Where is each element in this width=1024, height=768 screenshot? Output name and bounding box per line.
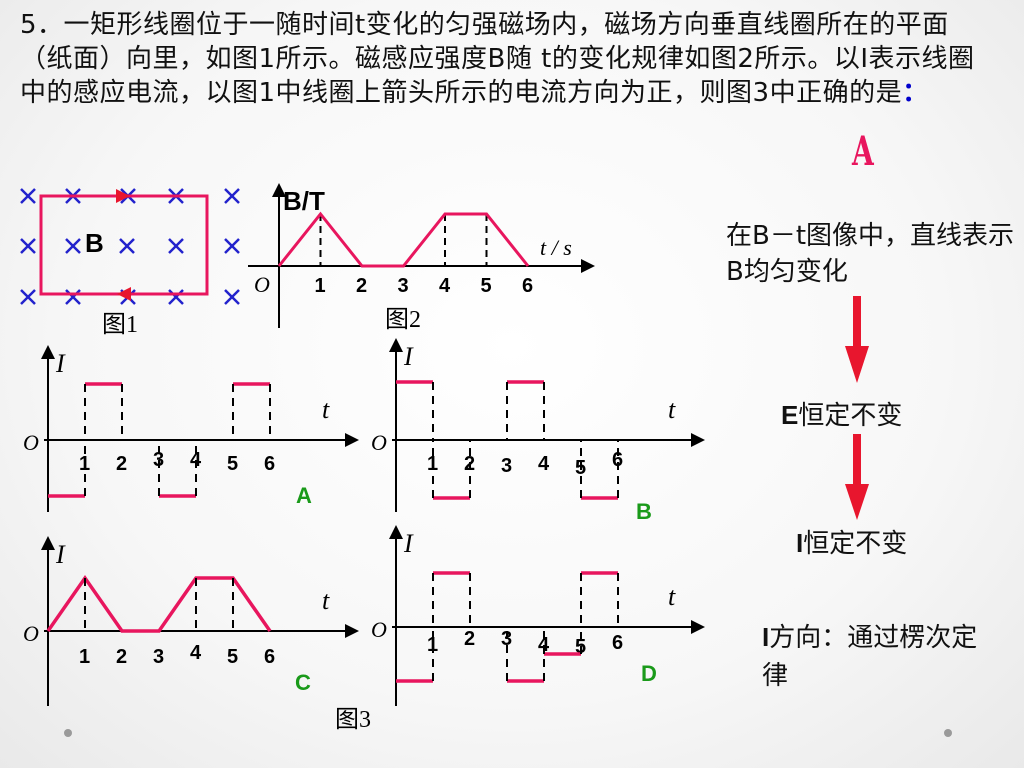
- note-i-symbol: I: [796, 528, 804, 558]
- fig2-tick-label: 5: [481, 275, 492, 297]
- fig2-origin: O: [254, 272, 270, 297]
- fig2-caption: 图2: [385, 307, 421, 333]
- tick-label: 5: [227, 646, 238, 668]
- series-line: [46, 574, 272, 633]
- x-axis-label: t: [668, 582, 676, 611]
- note-i-text: 恒定不变: [803, 529, 908, 559]
- problem-text: 5．一矩形线圈位于一随时间t变化的匀强磁场内，磁场方向垂直线圈所在的平面（纸面）…: [20, 10, 975, 108]
- fig2-tick-label: 2: [356, 275, 367, 297]
- field-cross-icon: [65, 289, 81, 305]
- origin-label: O: [23, 430, 39, 455]
- problem-colon: ：: [902, 78, 929, 108]
- fig2-tick-label: 4: [439, 275, 451, 297]
- field-cross-icon: [20, 238, 36, 254]
- note-i-direction: I方向：通过楞次定律: [762, 618, 1002, 695]
- y-axis-label: I: [55, 349, 66, 378]
- field-cross-icon: [119, 238, 135, 254]
- slide-dot-right: [944, 729, 952, 737]
- fig2-series-line: [277, 211, 530, 268]
- down-arrow-2: [845, 434, 869, 520]
- option-label: C: [295, 670, 311, 695]
- field-cross-icon: [224, 188, 240, 204]
- x-axis-label: t: [322, 586, 330, 615]
- option-label: B: [636, 499, 652, 524]
- fig2-tick-label: 6: [522, 275, 533, 297]
- note-e-symbol: E: [781, 400, 799, 430]
- tick-label: 3: [153, 646, 164, 668]
- cross-field: [20, 188, 240, 305]
- problem-statement: 5．一矩形线圈位于一随时间t变化的匀强磁场内，磁场方向垂直线圈所在的平面（纸面）…: [20, 8, 1000, 110]
- coil-arrow-bottom: [117, 287, 131, 301]
- tick-label: 4: [190, 642, 202, 664]
- coil-arrow-top: [116, 189, 130, 203]
- fig2-tick-label: 3: [398, 275, 409, 297]
- field-label: B: [85, 228, 104, 258]
- fig3-caption: 图3: [335, 707, 371, 733]
- down-arrow-1: [845, 296, 869, 383]
- origin-label: O: [371, 430, 387, 455]
- coil-rect: [39, 194, 209, 296]
- fig2-ticks: 1 2 3 4 5 6: [315, 275, 534, 297]
- option-label: A: [296, 483, 312, 508]
- tick-label: 6: [612, 449, 623, 471]
- note-dir-symbol: I: [762, 622, 770, 652]
- fig1-caption: 图1: [102, 312, 138, 338]
- slide-dot-left: [64, 729, 72, 737]
- figure-2: B/T t / s O 1 2 3 4 5 6 图2: [248, 183, 595, 333]
- tick-label: 5: [227, 453, 238, 475]
- option-d-chart: ItO123456D: [371, 525, 705, 706]
- y-axis-label: I: [403, 529, 414, 558]
- figure-1: B 图1: [20, 188, 240, 338]
- field-cross-icon: [20, 289, 36, 305]
- fig2-ylabel: B/T: [283, 186, 325, 216]
- note-dir-text: 方向：通过楞次定律: [762, 623, 978, 691]
- option-label: D: [641, 661, 657, 686]
- origin-label: O: [23, 621, 39, 646]
- note-e-constant: E恒定不变: [781, 395, 902, 432]
- field-cross-icon: [168, 289, 184, 305]
- option-b-chart: ItO123456B: [371, 338, 705, 524]
- answer-label: A: [852, 128, 874, 175]
- origin-label: O: [371, 617, 387, 642]
- x-axis-label: t: [322, 395, 330, 424]
- field-cross-icon: [20, 188, 36, 204]
- tick-label: 2: [116, 646, 127, 668]
- y-axis-label: I: [55, 540, 66, 569]
- field-cross-icon: [65, 238, 81, 254]
- tick-label: 1: [79, 646, 90, 668]
- field-cross-icon: [224, 289, 240, 305]
- field-cross-icon: [168, 238, 184, 254]
- tick-label: 6: [264, 646, 275, 668]
- option-a-chart: ItO123456A: [23, 345, 359, 512]
- option-c-chart: ItO 1 2 3 4 5 6C: [23, 536, 359, 706]
- tick-label: 6: [612, 632, 623, 654]
- tick-label: 2: [464, 628, 475, 650]
- x-axis-label: t: [668, 395, 676, 424]
- note-e-text: 恒定不变: [798, 401, 903, 431]
- fig2-guides: [278, 214, 488, 328]
- fig2-xlabel: t / s: [540, 235, 572, 260]
- tick-label: 6: [264, 453, 275, 475]
- field-cross-icon: [224, 238, 240, 254]
- tick-label: 3: [501, 455, 512, 477]
- tick-label: 2: [116, 453, 127, 475]
- note-bt-graph: 在B－t图像中，直线表示B均匀变化: [726, 221, 1015, 287]
- y-axis-label: I: [403, 342, 414, 371]
- fig2-tick-label: 1: [315, 275, 326, 297]
- note-i-constant: I恒定不变: [796, 523, 907, 560]
- tick-label: 4: [538, 453, 550, 475]
